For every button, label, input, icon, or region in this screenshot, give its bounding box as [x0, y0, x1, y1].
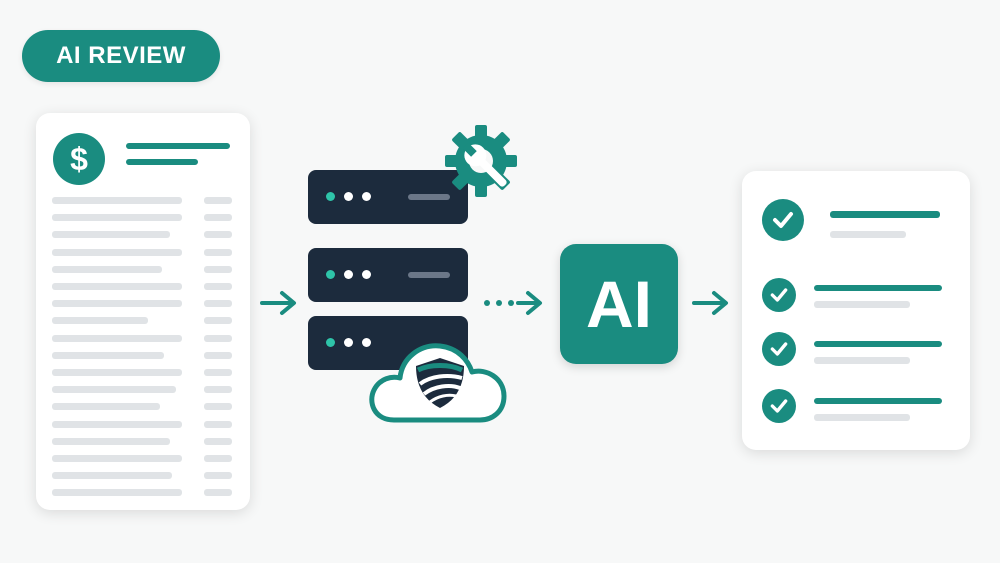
check-item-subline	[814, 414, 910, 421]
check-item-subline	[814, 301, 910, 308]
document-amount	[204, 351, 232, 359]
document-line	[52, 334, 182, 342]
document-line	[52, 351, 164, 359]
document-amount	[204, 231, 232, 239]
document-amount	[204, 334, 232, 342]
document-line	[52, 197, 182, 204]
status-led	[362, 338, 371, 347]
status-led	[326, 192, 335, 201]
secure-cloud-icon	[369, 343, 507, 423]
server-unit-2	[308, 248, 468, 302]
document-line	[52, 437, 170, 445]
status-led	[344, 192, 353, 201]
ai-chip-icon: AI	[560, 244, 678, 364]
dotted-arrow-icon	[484, 291, 542, 315]
check-item-line	[814, 398, 942, 404]
document-line	[52, 317, 148, 325]
document-line	[52, 300, 182, 308]
document-amount	[204, 489, 232, 497]
document-amount	[204, 369, 232, 376]
document-amount	[204, 248, 232, 256]
drive-slot	[408, 194, 450, 200]
document-line	[52, 265, 162, 273]
document-amount	[204, 265, 232, 273]
document-line	[52, 472, 172, 480]
status-led	[344, 270, 353, 279]
ai-review-badge: AI REVIEW	[22, 30, 220, 82]
document-amount	[204, 455, 232, 462]
document-line	[52, 455, 182, 462]
dollar-icon: $	[53, 133, 105, 185]
check-item-subline	[830, 231, 906, 238]
approved-checklist-card	[742, 171, 970, 450]
document-amount	[204, 214, 232, 222]
status-led	[326, 338, 335, 347]
check-item-line	[830, 211, 940, 218]
currency-symbol: $	[70, 140, 88, 177]
check-circle-icon	[762, 332, 796, 366]
document-line	[52, 489, 182, 497]
document-title-line	[126, 143, 230, 149]
document-amount	[204, 283, 232, 290]
document-amount	[204, 472, 232, 480]
document-line	[52, 420, 182, 428]
check-item-line	[814, 341, 942, 347]
server-unit-1	[308, 170, 468, 224]
document-amount	[204, 437, 232, 445]
document-line	[52, 283, 182, 290]
document-subtitle-line	[126, 159, 198, 165]
document-line	[52, 248, 182, 256]
document-line	[52, 214, 182, 222]
invoice-document-card: $	[36, 113, 250, 510]
status-led	[344, 338, 353, 347]
document-amount	[204, 403, 232, 411]
check-circle-icon	[762, 389, 796, 423]
document-amount	[204, 317, 232, 325]
arrow-right-icon	[692, 291, 728, 315]
shield-icon	[416, 358, 464, 408]
ai-label: AI	[586, 267, 652, 341]
document-amount	[204, 197, 232, 204]
badge-label: AI REVIEW	[56, 42, 186, 69]
document-amount	[204, 386, 232, 394]
document-line	[52, 369, 182, 376]
document-amount	[204, 420, 232, 428]
drive-slot	[408, 272, 450, 278]
check-item-line	[814, 285, 942, 291]
document-line	[52, 231, 170, 239]
status-led	[362, 270, 371, 279]
check-circle-icon	[762, 199, 804, 241]
arrow-right-icon	[260, 291, 296, 315]
document-line	[52, 386, 176, 394]
document-line	[52, 403, 160, 411]
status-led	[362, 192, 371, 201]
document-amount	[204, 300, 232, 308]
status-led	[326, 270, 335, 279]
check-item-subline	[814, 357, 910, 364]
gear-wrench-icon	[445, 125, 517, 197]
check-circle-icon	[762, 278, 796, 312]
